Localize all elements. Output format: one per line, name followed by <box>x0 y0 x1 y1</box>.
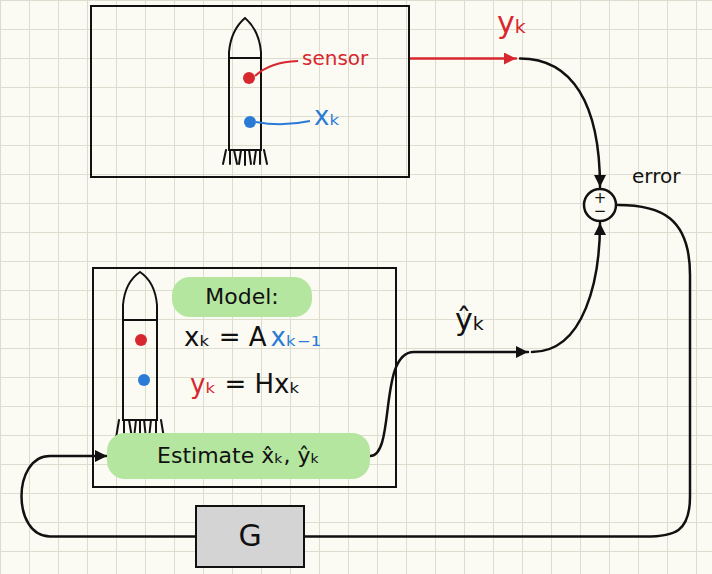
junction-circle <box>584 189 616 221</box>
equation-part: yₖ <box>190 370 216 400</box>
state-label: xₖ <box>314 102 340 132</box>
sensor-label: sensor <box>302 47 368 70</box>
equation-part: = Hxₖ <box>224 370 300 400</box>
rocket-divider <box>229 57 261 59</box>
sensor-dot <box>243 72 255 84</box>
signal-label: error <box>632 165 680 188</box>
rocket-body <box>229 18 261 150</box>
state-leader <box>256 121 310 124</box>
connector-segment <box>370 352 528 456</box>
state-dot <box>138 374 150 386</box>
model-heading: Model: <box>172 277 312 317</box>
signal-connector <box>370 223 600 456</box>
sign-plus: + <box>594 192 607 206</box>
signal-label: yₖ <box>497 6 528 41</box>
summing-junction: +− <box>582 187 618 223</box>
rocket-flames <box>223 150 267 165</box>
connector-segment <box>532 223 600 352</box>
connector-segment <box>520 59 600 188</box>
equation-part: xₖ₋₁ <box>271 323 322 353</box>
rocket-body <box>123 272 157 420</box>
sensor-leader <box>255 61 298 76</box>
gain-box: G <box>195 505 305 568</box>
sign-minus: − <box>594 205 607 219</box>
estimate-text: Estimate x̂ₖ, ŷₖ <box>157 443 320 468</box>
state-dot <box>244 116 256 128</box>
sensor-dot <box>135 334 147 346</box>
equation-part: xₖ = A <box>184 323 267 353</box>
plant-box: sensor xₖ <box>90 5 410 178</box>
connector-segment <box>410 57 516 60</box>
rocket-divider <box>123 319 157 321</box>
gain-text: G <box>238 519 261 554</box>
signal-connector <box>410 59 600 188</box>
model-box: xₖ = Axₖ₋₁ yₖ = Hxₖ Model: Estimate x̂ₖ, ŷₖ <box>92 267 397 488</box>
heading-text: Model: <box>205 284 278 309</box>
estimate-band: Estimate x̂ₖ, ŷₖ <box>107 433 370 479</box>
signal-label: ŷₖ <box>455 303 486 338</box>
